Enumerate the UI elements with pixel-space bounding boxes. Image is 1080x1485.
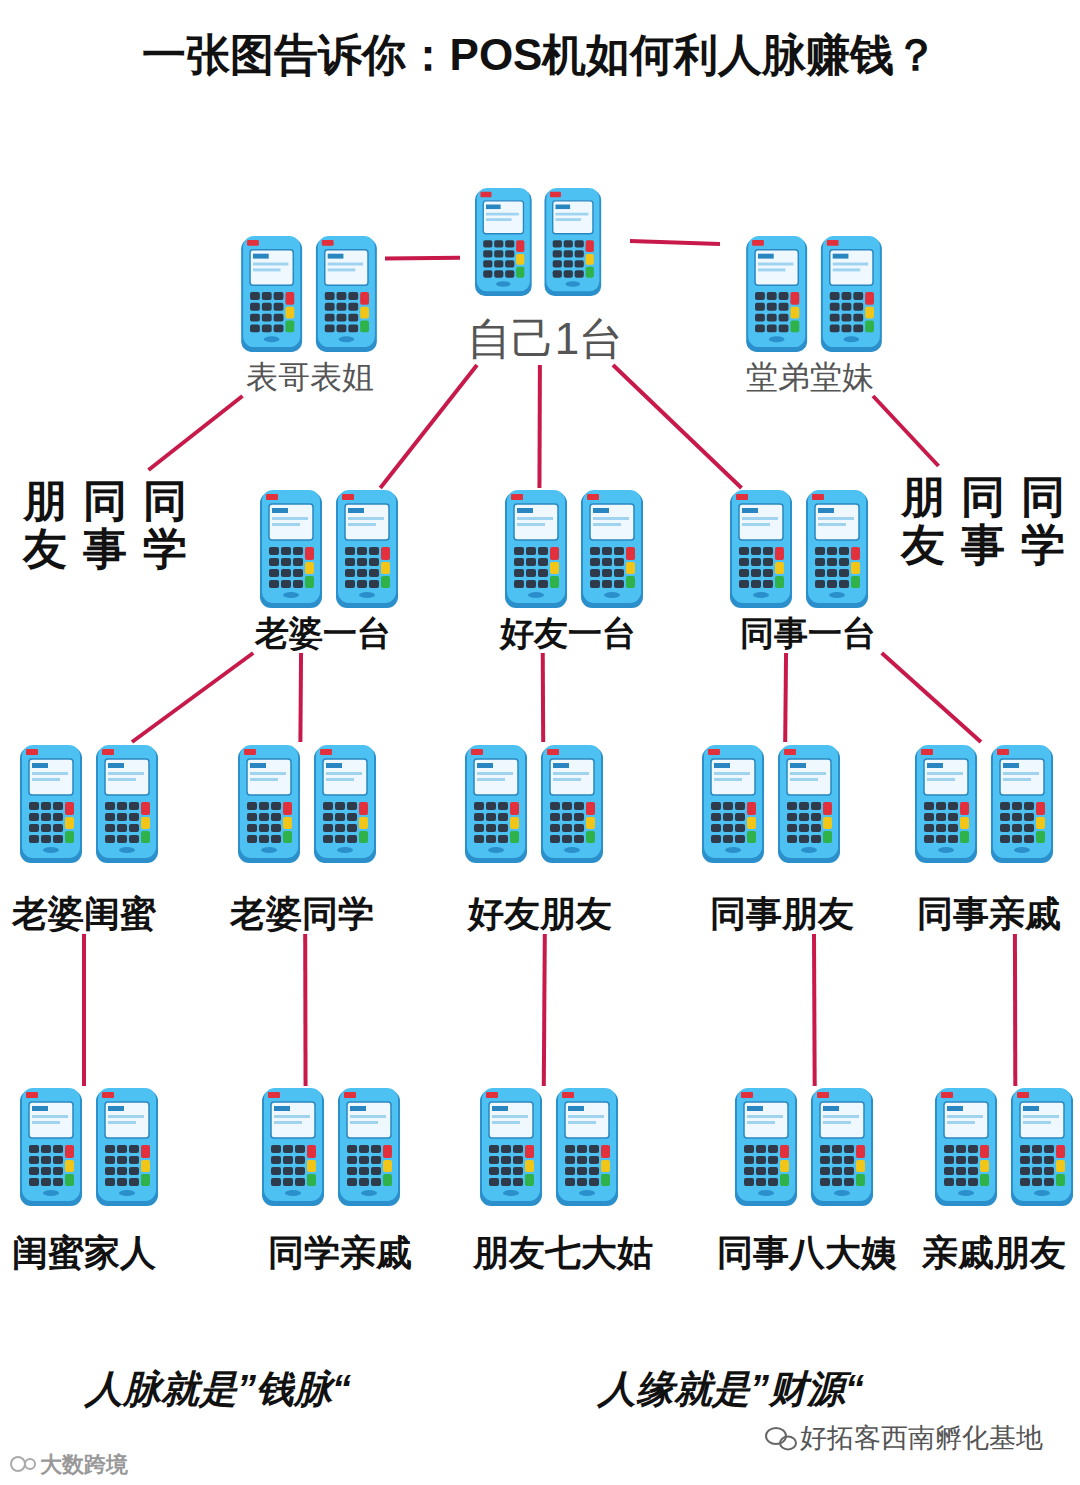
pos-node: 表哥表姐 bbox=[235, 236, 385, 396]
connector-line bbox=[613, 365, 742, 488]
relation-group: 朋友同事同学 bbox=[895, 466, 1071, 576]
pos-pair bbox=[935, 1088, 1073, 1206]
pos-pair bbox=[702, 745, 840, 863]
connector-line bbox=[537, 365, 541, 488]
connector-line bbox=[873, 396, 939, 466]
pos-node: 好友朋友 bbox=[460, 742, 620, 934]
pos-node: 闺蜜家人 bbox=[4, 1086, 164, 1273]
node-label: 闺蜜家人 bbox=[12, 1232, 156, 1273]
pos-pair bbox=[475, 188, 601, 296]
pos-pair bbox=[20, 745, 158, 863]
node-label: 好友朋友 bbox=[468, 893, 612, 934]
pos-pair bbox=[238, 745, 376, 863]
relation-column: 同事 bbox=[961, 473, 1005, 570]
relation-column: 同事 bbox=[83, 477, 127, 574]
pos-node: 同事一台 bbox=[725, 488, 890, 653]
node-label: 自己1台 bbox=[467, 314, 623, 365]
pos-pair bbox=[480, 1088, 618, 1206]
watermark: 好拓客西南孵化基地 bbox=[800, 1420, 1043, 1456]
pos-pair bbox=[260, 490, 398, 608]
pos-node: 自己1台 bbox=[460, 180, 630, 365]
connector-line bbox=[298, 653, 303, 742]
relation-column: 同学 bbox=[1021, 473, 1065, 570]
pos-pair bbox=[735, 1088, 873, 1206]
connector-line bbox=[380, 365, 477, 488]
pos-node: 同事朋友 bbox=[702, 742, 862, 934]
diagram-title: 一张图告诉你：POS机如何利人脉赚钱？ bbox=[0, 26, 1080, 85]
relation-column: 朋友 bbox=[23, 477, 67, 574]
watermark: 大数跨境 bbox=[40, 1450, 128, 1480]
pos-node: 老婆闺蜜 bbox=[4, 742, 164, 934]
pos-pair bbox=[915, 745, 1053, 863]
relation-column: 同学 bbox=[143, 477, 187, 574]
connector-line bbox=[630, 241, 720, 244]
relation-group: 朋友同事同学 bbox=[17, 470, 193, 580]
pos-pair bbox=[730, 490, 868, 608]
connector-line bbox=[149, 396, 243, 470]
pos-pair bbox=[505, 490, 643, 608]
connector-line bbox=[132, 653, 253, 742]
connector-line bbox=[385, 256, 460, 261]
connector-line bbox=[82, 934, 86, 1086]
pos-pair bbox=[465, 745, 603, 863]
node-label: 老婆同学 bbox=[230, 893, 374, 934]
node-label: 同事八大姨 bbox=[717, 1232, 897, 1273]
node-label: 老婆一台 bbox=[255, 614, 391, 653]
connector-line bbox=[812, 934, 817, 1086]
slogan: 人脉就是”钱脉“ bbox=[85, 1364, 351, 1415]
node-label: 表哥表姐 bbox=[246, 359, 374, 396]
connector-line bbox=[303, 934, 307, 1086]
relation-column: 朋友 bbox=[901, 473, 945, 570]
pos-node: 亲戚朋友 bbox=[912, 1086, 1076, 1273]
pos-node: 堂弟堂妹 bbox=[720, 236, 900, 396]
pos-node: 好友一台 bbox=[485, 488, 650, 653]
node-label: 同事亲戚 bbox=[917, 893, 1061, 934]
node-label: 亲戚朋友 bbox=[922, 1232, 1066, 1273]
node-label: 同学亲戚 bbox=[268, 1232, 412, 1273]
watermark-icon bbox=[11, 1457, 35, 1471]
wechat-icon bbox=[766, 1428, 796, 1450]
connector-line bbox=[882, 653, 981, 742]
node-label: 同事一台 bbox=[740, 614, 876, 653]
connector-line bbox=[541, 653, 545, 742]
node-label: 同事朋友 bbox=[710, 893, 854, 934]
node-label: 老婆闺蜜 bbox=[12, 893, 156, 934]
connector-line bbox=[1013, 934, 1017, 1086]
pos-node: 同学亲戚 bbox=[258, 1086, 422, 1273]
pos-pair bbox=[20, 1088, 158, 1206]
pos-node: 老婆同学 bbox=[222, 742, 382, 934]
node-label: 堂弟堂妹 bbox=[746, 359, 874, 396]
node-label: 朋友七大姑 bbox=[473, 1232, 653, 1273]
node-label: 好友一台 bbox=[500, 614, 636, 653]
connector-line bbox=[783, 653, 788, 742]
pos-node: 同事亲戚 bbox=[908, 742, 1070, 934]
pos-pair bbox=[262, 1088, 400, 1206]
pos-node: 同事八大姨 bbox=[711, 1086, 903, 1273]
connector-line bbox=[544, 934, 545, 1086]
pos-pair bbox=[241, 236, 377, 352]
pos-pair bbox=[746, 236, 882, 352]
pos-node: 朋友七大姑 bbox=[467, 1086, 659, 1273]
pos-node: 老婆一台 bbox=[240, 488, 405, 653]
slogan: 人缘就是”财源“ bbox=[598, 1364, 864, 1415]
